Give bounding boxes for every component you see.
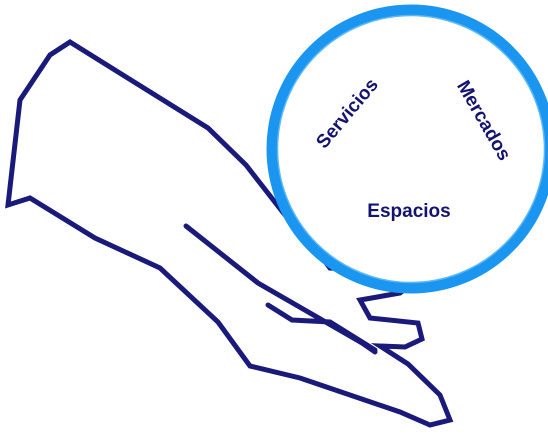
label-espacios: Espacios <box>367 201 450 222</box>
circle-ring <box>266 4 548 294</box>
hand-thumb-crease <box>265 302 378 353</box>
